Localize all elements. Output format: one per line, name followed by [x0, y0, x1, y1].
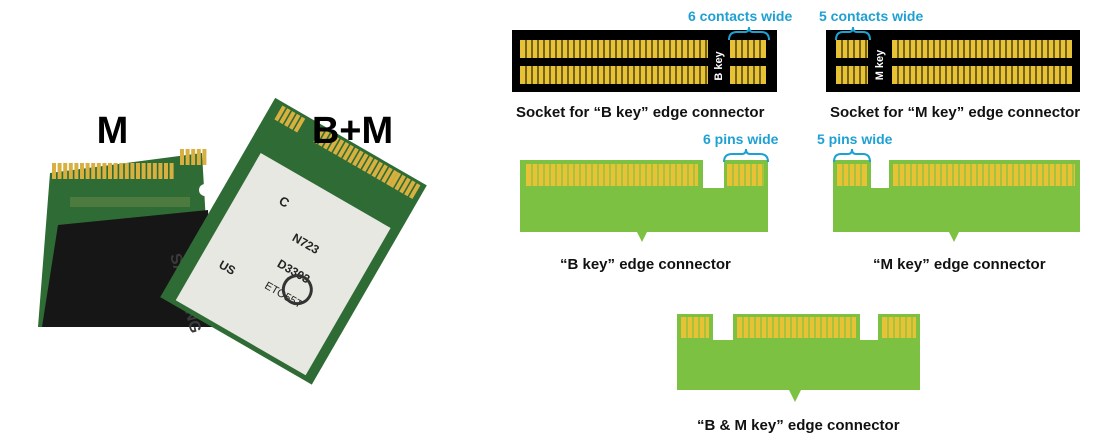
m-socket-bracket [835, 26, 871, 41]
b-key-edge-connector [520, 160, 768, 242]
m-key-socket [826, 30, 1080, 92]
b-key-socket [512, 30, 777, 92]
bm-key-edge-connector [677, 314, 920, 402]
bm-connector-caption: “B & M key” edge connector [697, 417, 900, 434]
b-socket-dimension-label: 6 contacts wide [688, 8, 793, 24]
bm-card-label: B+M [311, 110, 394, 152]
bm-key-card: C N723 D3303 ETO55T US [160, 97, 427, 385]
m-socket-dimension-label: 5 contacts wide [819, 8, 924, 24]
m2-cards-photo: SAMSUNG C N723 D3303 ETO55T US [38, 97, 427, 385]
b-socket-key-label: B key [713, 51, 725, 81]
b-socket-caption: Socket for “B key” edge connector [516, 104, 765, 121]
m-key-edge-connector [833, 160, 1080, 242]
m-connector-bracket [833, 148, 871, 163]
b-socket-bracket [728, 26, 770, 41]
m-connector-dimension-label: 5 pins wide [817, 131, 893, 147]
m-connector-caption: “M key” edge connector [873, 256, 1046, 273]
b-connector-bracket [723, 148, 769, 163]
ce-mark [281, 274, 313, 306]
m-socket-key-label: M key [874, 49, 886, 81]
b-connector-caption: “B key” edge connector [560, 256, 731, 273]
m-socket-caption: Socket for “M key” edge connector [830, 104, 1081, 121]
m-card-label: M [96, 110, 129, 152]
b-connector-dimension-label: 6 pins wide [703, 131, 779, 147]
